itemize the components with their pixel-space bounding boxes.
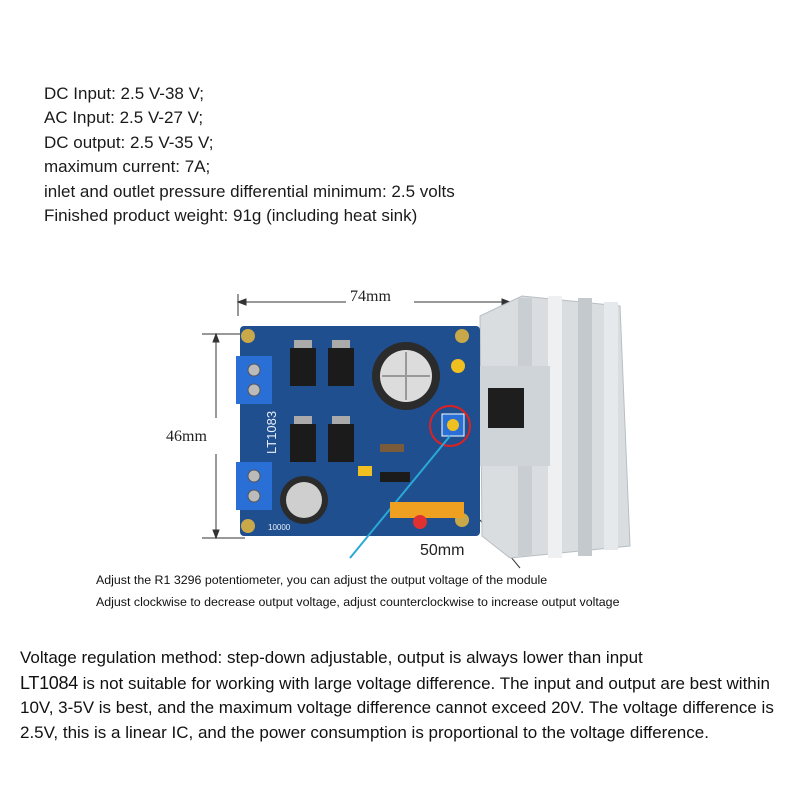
spec-weight: Finished product weight: 91g (including … bbox=[44, 206, 418, 226]
dimension-heatsink: 50mm bbox=[420, 542, 465, 559]
heatsink bbox=[479, 295, 631, 559]
regulation-method: Voltage regulation method: step-down adj… bbox=[20, 646, 790, 745]
mount-hole-top-right bbox=[455, 329, 469, 343]
input-terminal bbox=[236, 356, 272, 404]
spec-ac-input: AC Input: 2.5 V-27 V; bbox=[44, 108, 204, 128]
mount-hole-bottom-left bbox=[241, 519, 255, 533]
capacitor-label: 10000 bbox=[268, 523, 291, 532]
fuse bbox=[390, 502, 464, 518]
spec-list: DC Input: 2.5 V-38 V; AC Input: 2.5 V-27… bbox=[44, 82, 744, 228]
module-illustration: LT1083 10000 bbox=[202, 294, 631, 569]
pointer-line bbox=[349, 435, 451, 559]
output-terminal bbox=[236, 462, 272, 510]
adjustment-notes: Adjust the R1 3296 potentiometer, you ca… bbox=[96, 570, 776, 613]
dimension-lines bbox=[202, 294, 521, 569]
dimension-width: 74mm bbox=[350, 288, 391, 305]
part-number: LT1084 bbox=[20, 672, 78, 693]
mount-hole-top-left bbox=[241, 329, 255, 343]
method-body-text: is not suitable for working with large v… bbox=[20, 673, 774, 742]
note-direction: Adjust clockwise to decrease output volt… bbox=[96, 594, 620, 609]
spec-dc-output: DC output: 2.5 V-35 V; bbox=[44, 132, 214, 152]
method-body: LT1084 is not suitable for working with … bbox=[20, 671, 790, 746]
method-line-1: Voltage regulation method: step-down adj… bbox=[20, 648, 643, 667]
spec-max-current: maximum current: 7A; bbox=[44, 157, 211, 177]
rectifier-diodes bbox=[290, 340, 354, 462]
note-potentiometer: Adjust the R1 3296 potentiometer, you ca… bbox=[96, 573, 548, 587]
led bbox=[413, 515, 427, 529]
chip-label: LT1083 bbox=[264, 411, 279, 454]
adjust-ring bbox=[429, 405, 471, 447]
spec-differential: inlet and outlet pressure differential m… bbox=[44, 181, 455, 201]
product-photo: LT1083 10000 bbox=[150, 276, 650, 576]
dimension-height: 46mm bbox=[166, 428, 207, 445]
spec-dc-input: DC Input: 2.5 V-38 V; bbox=[44, 84, 205, 103]
